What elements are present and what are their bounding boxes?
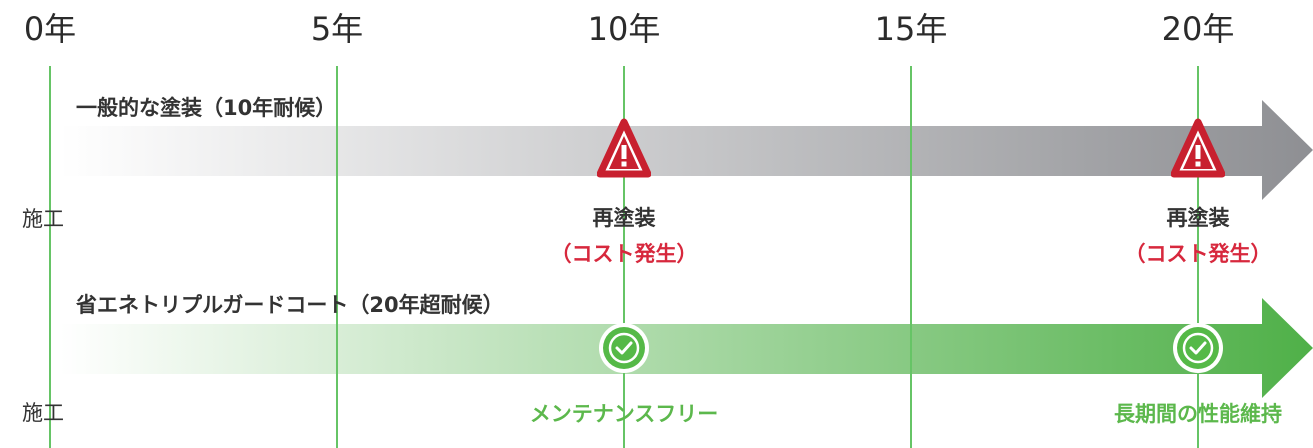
- year-label: 5年: [310, 10, 364, 48]
- year-line-20: [1197, 66, 1199, 448]
- green-timeline-arrow: [60, 298, 1313, 398]
- year-label: 10年: [587, 10, 661, 48]
- cost-label: （コスト発生）: [550, 242, 698, 266]
- repaint-label: 再塗装: [592, 206, 656, 230]
- year-line-0: [49, 66, 51, 448]
- warning-icon: [597, 118, 651, 178]
- long-term-performance-label: 長期間の性能維持: [1114, 402, 1282, 426]
- general-paint-title: 一般的な塗装（10年耐候）: [76, 96, 337, 120]
- cost-label: （コスト発生）: [1124, 242, 1272, 266]
- year-label: 15年: [874, 10, 948, 48]
- repaint-label: 再塗装: [1166, 206, 1230, 230]
- construction-label: 施工: [22, 401, 64, 425]
- premium-coat-title: 省エネトリプルガードコート（20年超耐候）: [76, 293, 504, 317]
- maintenance-free-label: メンテナンスフリー: [529, 402, 719, 426]
- warning-icon: [1171, 118, 1225, 178]
- check-icon: [1173, 323, 1223, 373]
- construction-label: 施工: [22, 207, 64, 231]
- year-line-5: [336, 66, 338, 448]
- year-label: 20年: [1161, 10, 1235, 48]
- year-line-15: [910, 66, 912, 448]
- year-line-10: [623, 66, 625, 448]
- check-icon: [599, 323, 649, 373]
- year-label: 0年: [23, 10, 77, 48]
- gray-timeline-arrow: [60, 100, 1313, 200]
